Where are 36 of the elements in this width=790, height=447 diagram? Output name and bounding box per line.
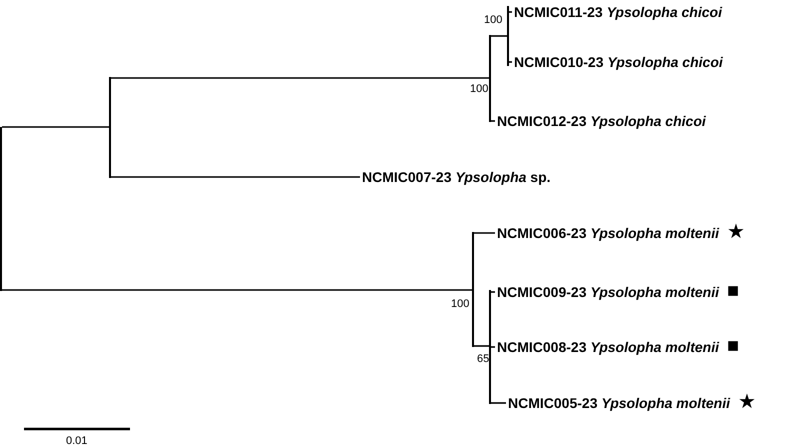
taxon-label: NCMIC010-23 Ypsolopha chicoi bbox=[514, 54, 723, 70]
branch-junction-line bbox=[507, 6, 509, 66]
taxon-label: NCMIC008-23 Ypsolopha moltenii bbox=[497, 339, 719, 355]
bootstrap-value: 100 bbox=[451, 298, 470, 310]
bootstrap-value: 100 bbox=[470, 83, 488, 95]
scale-value: 0.01 bbox=[66, 435, 88, 447]
branch-line bbox=[2, 126, 109, 128]
branch-junction-line bbox=[472, 232, 474, 347]
branch-line bbox=[491, 346, 495, 348]
taxon-label: NCMIC011-23 Ypsolopha chicoi bbox=[514, 4, 722, 20]
specimen-marker: ★ bbox=[738, 391, 756, 413]
taxon-label: NCMIC006-23 Ypsolopha moltenii bbox=[497, 225, 719, 241]
taxon-label: NCMIC007-23 Ypsolopha sp. bbox=[362, 169, 551, 185]
taxon-label: NCMIC012-23 Ypsolopha chicoi bbox=[497, 113, 706, 129]
bootstrap-value: 65 bbox=[477, 353, 490, 365]
branch-line bbox=[491, 402, 506, 404]
specimen-marker: ■ bbox=[727, 280, 740, 302]
branch-junction-line bbox=[489, 35, 491, 122]
branch-junction-line bbox=[109, 77, 111, 178]
branch-line bbox=[491, 120, 495, 122]
branch-line bbox=[491, 35, 507, 37]
bootstrap-value: 100 bbox=[484, 14, 502, 26]
specimen-marker: ■ bbox=[727, 335, 740, 357]
taxon-label: NCMIC005-23 Ypsolopha moltenii bbox=[508, 395, 730, 411]
branch-line bbox=[474, 232, 495, 234]
branch-line bbox=[509, 61, 512, 63]
branch-line bbox=[491, 291, 495, 293]
branch-line bbox=[111, 176, 360, 178]
branch-line bbox=[474, 345, 489, 347]
branch-junction-line bbox=[0, 127, 2, 291]
branch-line bbox=[111, 77, 489, 79]
branch-junction-line bbox=[489, 290, 491, 404]
specimen-marker: ★ bbox=[727, 221, 745, 243]
branch-line bbox=[509, 11, 512, 13]
branch-line bbox=[2, 289, 472, 291]
taxon-label: NCMIC009-23 Ypsolopha moltenii bbox=[497, 284, 719, 300]
